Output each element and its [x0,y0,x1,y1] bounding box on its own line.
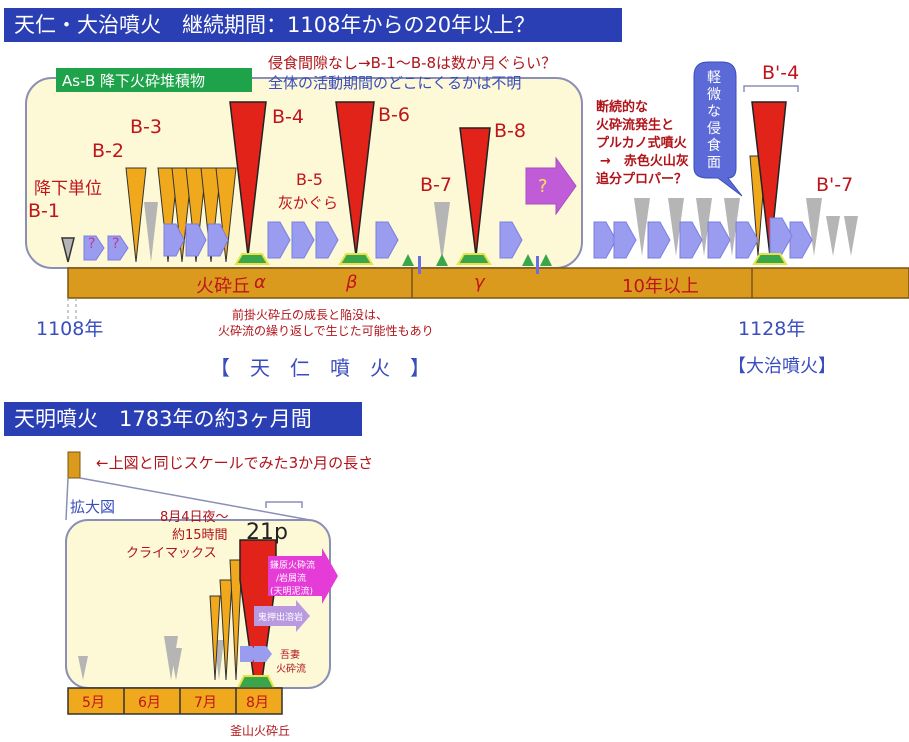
climax-line3: クライマックス [126,546,217,561]
bar-beta: β [346,272,358,293]
bottom-title-banner: 天明噴火 1783年の約3ヶ月間 [4,402,362,436]
agatsuma-line2: 火砕流 [276,664,306,675]
kamayama-label: 釜山火砕丘 [230,724,291,738]
scale-bar [67,451,81,479]
bottom-title: 天明噴火 1783年の約3ヶ月間 [14,407,312,431]
lava-label: 鬼押出溶岩 [258,613,304,623]
label-bp7: B'-7 [816,174,854,196]
cone-b3-1 [157,167,179,263]
label-b6: B-6 [378,104,410,126]
label-b2: B-2 [92,140,124,162]
month-jun: 6月 [138,695,161,711]
cone-b3-2 [171,167,193,263]
kamayama-dome [236,675,276,689]
label-ash: 灰かぐら [278,194,339,212]
cone-b7 [434,202,450,262]
cone-b3-4 [200,167,222,263]
scale-note: ←上図と同じスケールでみた3か月の長さ [96,454,374,472]
bar-alpha: α [254,272,266,293]
side-note-line3: プルカノ式噴火 [596,136,687,151]
dome-bp4 [752,253,788,265]
cone-bp4 [751,101,787,257]
cone-b2 [125,167,147,263]
label-fall-unit: 降下単位 [34,179,102,199]
climax-unit: 21p [246,520,288,545]
unknown-arrow [525,156,577,216]
label-b1: B-1 [28,200,60,222]
agatsuma-arrow-2 [254,646,272,662]
flow1-line2: /岩屑流 [276,574,307,584]
agatsuma-arrow-1 [240,646,258,662]
eruption-daiji: 【大治噴火】 [728,356,836,377]
bottom-diagram [65,451,338,715]
dome-alpha [234,253,270,265]
caption-line2: 火砕流の繰り返しで生じた可能性もあり [218,324,434,338]
erosion-bubble [693,61,743,197]
cone-b4 [229,101,267,257]
side-note-line4: → 赤色火山灰 [600,154,689,169]
label-b8: B-8 [494,120,526,142]
side-note-line2: 火砕流発生と [596,118,675,133]
year-end: 1128年 [738,318,806,340]
cone-b6 [335,101,375,257]
deposit-label: As-B 降下火砕堆積物 [62,72,206,90]
erosion-label: 軽微な侵食面 [707,70,721,171]
month-jul: 7月 [194,695,217,711]
climax-line1: 8月4日夜～ [160,510,229,525]
bar-cone-label: 火砕丘 [196,276,250,297]
year-start: 1108年 [36,318,104,340]
label-b7: B-7 [420,174,452,196]
side-note-line1: 断続的な [596,100,649,115]
label-b4: B-4 [272,106,304,128]
cone-b1 [61,237,75,263]
flow1-line3: (天明泥流) [270,587,314,597]
bar-gamma: γ [474,272,485,293]
cone-b3-3 [185,167,207,263]
eruption-tennin: 【 天 仁 噴 火 】 [210,356,430,380]
month-may: 5月 [82,695,105,711]
timeline-bar [67,267,909,299]
top-title: 天仁・大治噴火 継続期間：1108年からの20年以上？ [14,13,536,37]
cone-b3-5 [215,167,237,263]
bar-years: 10年以上 [622,276,699,297]
flow1-line1: 鎌原火砕流 [270,561,316,571]
note-line2: 全体の活動期間のどこにくるかは不明 [268,74,522,92]
agatsuma-line1: 吾妻 [280,650,300,661]
deposit-label-bg [56,68,252,92]
top-diagram [25,61,909,320]
cone-b8 [459,127,491,257]
note-line1: 侵食間隙なし→B-1～B-8は数か月ぐらい？ [268,54,557,72]
month-bar [67,687,283,715]
label-b3: B-3 [130,116,162,138]
zoom-label: 拡大図 [70,498,116,516]
unknown-mark-2: ? [112,236,120,252]
label-bp4: B'-4 [762,62,800,84]
lava-arrow [254,600,310,632]
side-note-line5: 追分プロパー？ [596,172,688,187]
dome-gamma [456,253,492,265]
flow-arrow-1 [268,548,338,604]
dome-beta [338,253,374,265]
label-b5: B-5 [296,170,323,189]
month-aug: 8月 [246,695,269,711]
climax-line2: 約15時間 [172,528,228,543]
caption-line1: 前掛火砕丘の成長と陥没は、 [232,308,389,322]
unknown-mark-1: ? [88,236,96,252]
top-title-banner: 天仁・大治噴火 継続期間：1108年からの20年以上？ [4,8,622,42]
unknown-mark-3: ? [538,176,548,197]
